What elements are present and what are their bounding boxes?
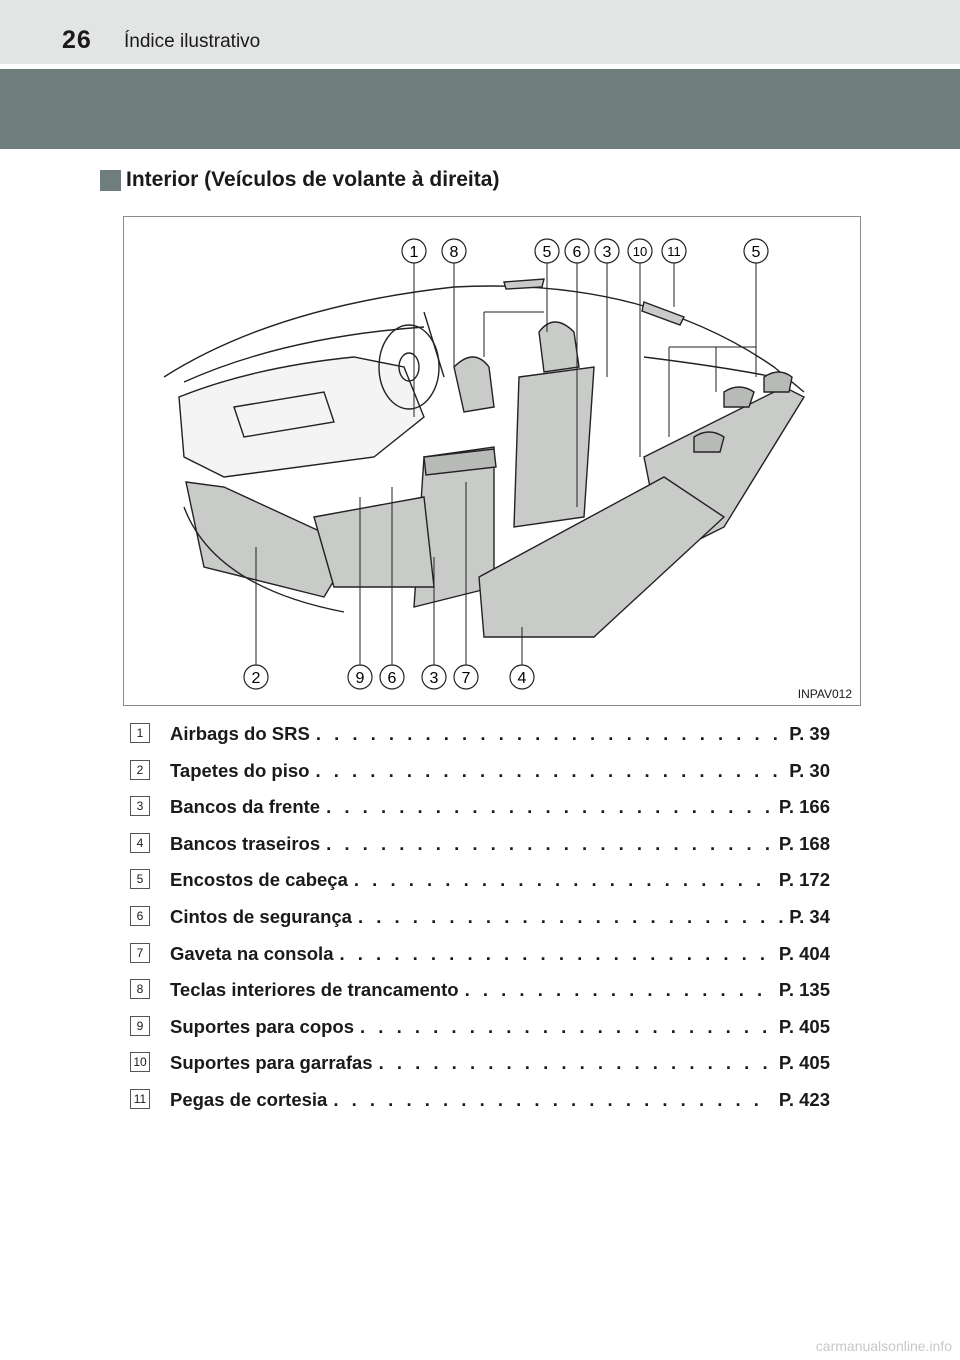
dot-leader <box>339 943 772 965</box>
svg-text:11: 11 <box>667 244 681 259</box>
callout-top-5a: 5 <box>534 238 560 264</box>
item-number: 1 <box>130 723 150 743</box>
dot-leader <box>465 979 773 1001</box>
figure-code: INPAV012 <box>797 687 852 701</box>
dot-leader <box>354 869 773 891</box>
list-item: 3 Bancos da frente P. 166 <box>130 789 830 826</box>
page-reference[interactable]: P. 168 <box>778 832 830 854</box>
car-interior-drawing: 1 8 5 6 3 10 1 <box>163 238 805 690</box>
dot-leader <box>358 906 783 928</box>
item-label: Tapetes do piso <box>170 759 310 781</box>
header-band <box>0 69 960 149</box>
page-reference[interactable]: P. 404 <box>778 942 830 964</box>
svg-text:9: 9 <box>356 670 365 687</box>
dot-leader <box>326 833 773 855</box>
callout-bottom-6: 6 <box>379 664 405 690</box>
callout-bottom-2: 2 <box>243 664 269 690</box>
index-list: 1 Airbags do SRSP. 39 2 Tapetes do pisoP… <box>130 716 830 1119</box>
item-label: Suportes para garrafas <box>170 1052 373 1074</box>
page-reference[interactable]: P. 405 <box>778 1052 830 1074</box>
page-reference[interactable]: P. 34 <box>789 905 830 927</box>
page-reference[interactable]: P. 405 <box>778 1015 830 1037</box>
interior-illustration: 1 8 5 6 3 10 1 <box>123 216 861 706</box>
page-reference[interactable]: P. 135 <box>778 979 830 1001</box>
list-item: 2 Tapetes do piso P. 30 <box>130 753 830 790</box>
svg-text:2: 2 <box>252 670 261 687</box>
svg-text:1: 1 <box>410 244 419 261</box>
page-header <box>0 0 960 64</box>
item-label: Encostos de cabeça <box>170 869 348 891</box>
item-label: Gaveta na consola <box>170 942 334 964</box>
page-reference[interactable]: P. 39 <box>789 723 830 744</box>
section-heading: Interior (Veículos de volante à direita) <box>100 168 499 192</box>
item-number: 10 <box>130 1052 150 1073</box>
svg-text:7: 7 <box>462 670 471 687</box>
item-label: Bancos da frente <box>170 796 321 818</box>
list-item: 1 Airbags do SRS P. 39 <box>130 716 830 753</box>
callout-bottom-3: 3 <box>421 664 447 690</box>
page-reference[interactable]: P. 423 <box>778 1088 830 1110</box>
list-item: 6 Cintos de segurança P. 34 <box>130 899 830 936</box>
svg-text:3: 3 <box>603 244 612 261</box>
svg-text:6: 6 <box>388 670 397 687</box>
top-callouts: 1 8 5 6 3 10 1 <box>401 238 769 264</box>
svg-text:8: 8 <box>450 244 459 261</box>
callout-bottom-4: 4 <box>509 664 535 690</box>
callout-top-6: 6 <box>564 238 590 264</box>
item-label: Pegas de cortesia <box>170 1088 328 1110</box>
page-reference[interactable]: P. 172 <box>778 869 830 891</box>
item-number: 6 <box>130 905 150 926</box>
item-label: Teclas interiores de trancamento <box>170 979 459 1001</box>
item-number: 8 <box>130 979 150 1000</box>
item-label: Bancos traseiros <box>170 832 321 854</box>
running-title: Índice ilustrativo <box>124 31 261 52</box>
svg-text:5: 5 <box>543 244 552 261</box>
item-number: 9 <box>130 1015 150 1036</box>
section-heading-text: Interior (Veículos de volante à direita) <box>126 168 500 191</box>
dot-leader <box>315 760 783 782</box>
dot-leader <box>333 1089 773 1111</box>
callout-bottom-9: 9 <box>347 664 373 690</box>
item-number: 7 <box>130 942 150 963</box>
item-label: Airbags do SRS <box>170 723 310 744</box>
list-item: 8 Teclas interiores de trancamento P. 135 <box>130 972 830 1009</box>
item-number: 5 <box>130 869 150 890</box>
page-reference[interactable]: P. 166 <box>778 796 830 818</box>
svg-text:4: 4 <box>518 670 527 687</box>
callout-top-5b: 5 <box>743 238 769 264</box>
list-item: 10 Suportes para garrafas P. 405 <box>130 1045 830 1082</box>
dot-leader <box>326 796 773 818</box>
list-item: 4 Bancos traseiros P. 168 <box>130 826 830 863</box>
list-item: 11 Pegas de cortesia P. 423 <box>130 1082 830 1119</box>
item-number: 3 <box>130 796 150 817</box>
list-item: 5 Encostos de cabeça P. 172 <box>130 862 830 899</box>
item-label: Suportes para copos <box>170 1015 355 1037</box>
section-marker <box>100 169 121 191</box>
callout-top-3: 3 <box>594 238 620 264</box>
item-number: 4 <box>130 832 150 853</box>
svg-text:6: 6 <box>573 244 582 261</box>
svg-text:3: 3 <box>430 670 439 687</box>
watermark: carmanualsonline.info <box>815 1338 952 1354</box>
callout-top-8: 8 <box>441 238 467 264</box>
item-label: Cintos de segurança <box>170 905 352 927</box>
svg-text:10: 10 <box>633 244 647 259</box>
callout-top-1: 1 <box>401 238 427 264</box>
page-number: 26 <box>62 26 92 54</box>
callout-bottom-7: 7 <box>453 664 479 690</box>
dot-leader <box>379 1052 773 1074</box>
callout-top-11: 11 <box>661 238 687 264</box>
item-number: 11 <box>130 1088 150 1109</box>
list-item: 9 Suportes para copos P. 405 <box>130 1009 830 1046</box>
dot-leader <box>316 723 783 745</box>
page-reference[interactable]: P. 30 <box>789 759 830 781</box>
svg-text:5: 5 <box>752 244 761 261</box>
callout-top-10: 10 <box>627 238 653 264</box>
list-item: 7 Gaveta na consola P. 404 <box>130 936 830 973</box>
item-number: 2 <box>130 759 150 780</box>
bottom-callouts: 2 9 6 3 7 4 <box>243 664 535 690</box>
dot-leader <box>360 1016 773 1038</box>
